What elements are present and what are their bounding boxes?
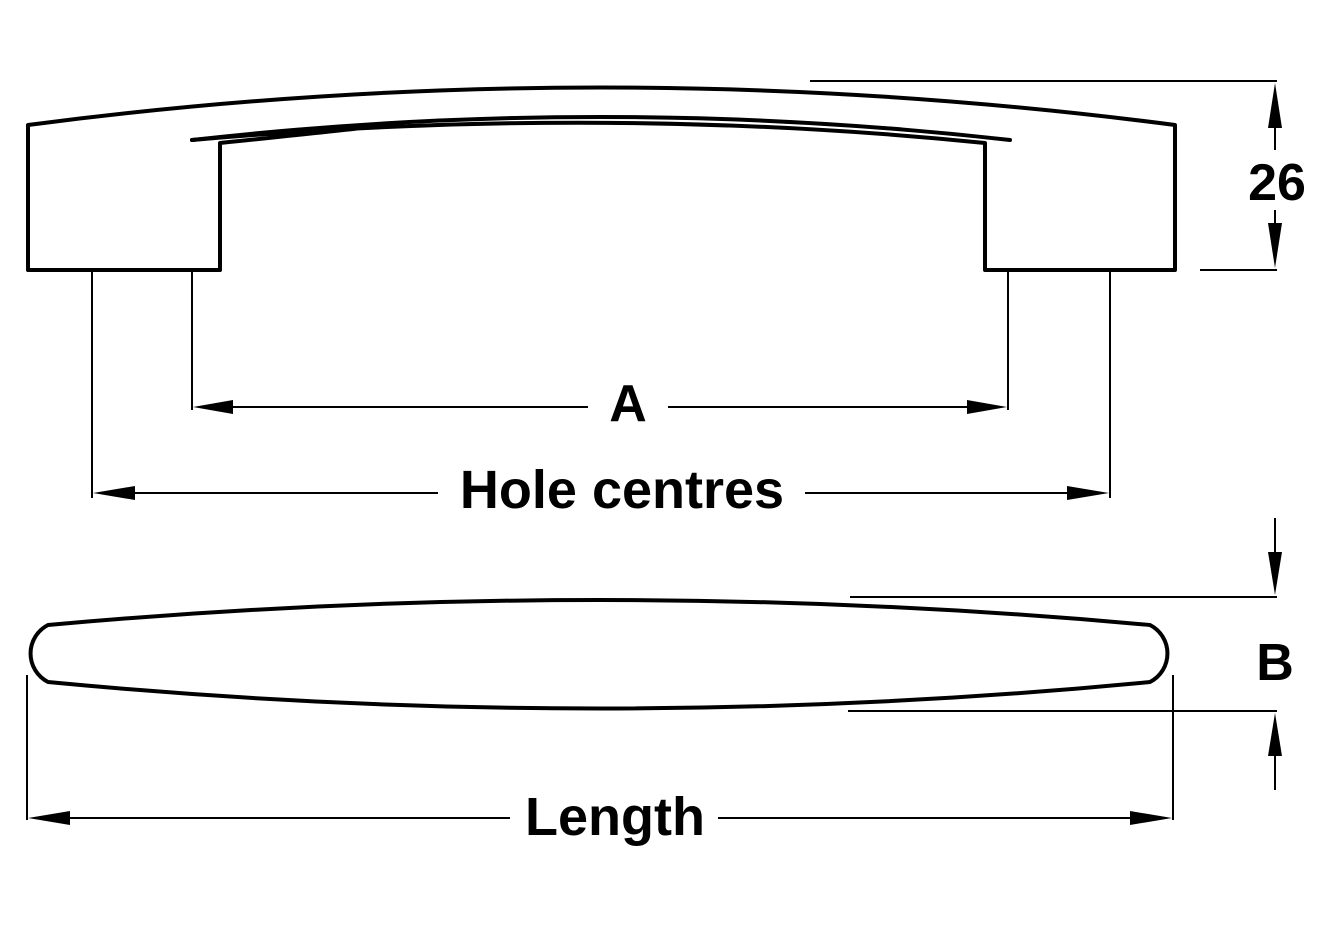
arrow-right-icon	[1067, 486, 1109, 500]
handle-side-view	[26, 85, 1177, 272]
handle-top-view	[28, 598, 1170, 711]
arrow-up-icon	[1268, 83, 1282, 128]
arrow-down-icon	[1268, 223, 1282, 268]
arrow-right-icon	[1130, 811, 1172, 825]
arrow-left-icon	[193, 400, 233, 414]
handle-side-outer-outline	[26, 85, 1177, 272]
hole-centres-label: Hole centres	[460, 460, 784, 520]
arrow-down-icon	[1268, 552, 1282, 595]
dimension-length: Length	[26, 675, 1174, 847]
dimension-a: A	[193, 375, 1007, 433]
handle-side-inner-arc	[190, 115, 1012, 142]
arrow-left-icon	[28, 811, 70, 825]
handle-top-outline	[28, 598, 1170, 711]
length-label: Length	[525, 787, 705, 847]
arrow-left-icon	[93, 486, 135, 500]
dimension-height: 26	[810, 80, 1306, 271]
arrow-up-icon	[1268, 713, 1282, 756]
dimension-a-label: A	[609, 375, 647, 433]
height-label: 26	[1248, 154, 1306, 212]
dimension-hole-centres: Hole centres	[93, 460, 1109, 520]
dimension-b: B	[848, 518, 1294, 790]
arrow-right-icon	[967, 400, 1007, 414]
b-label: B	[1256, 634, 1294, 692]
